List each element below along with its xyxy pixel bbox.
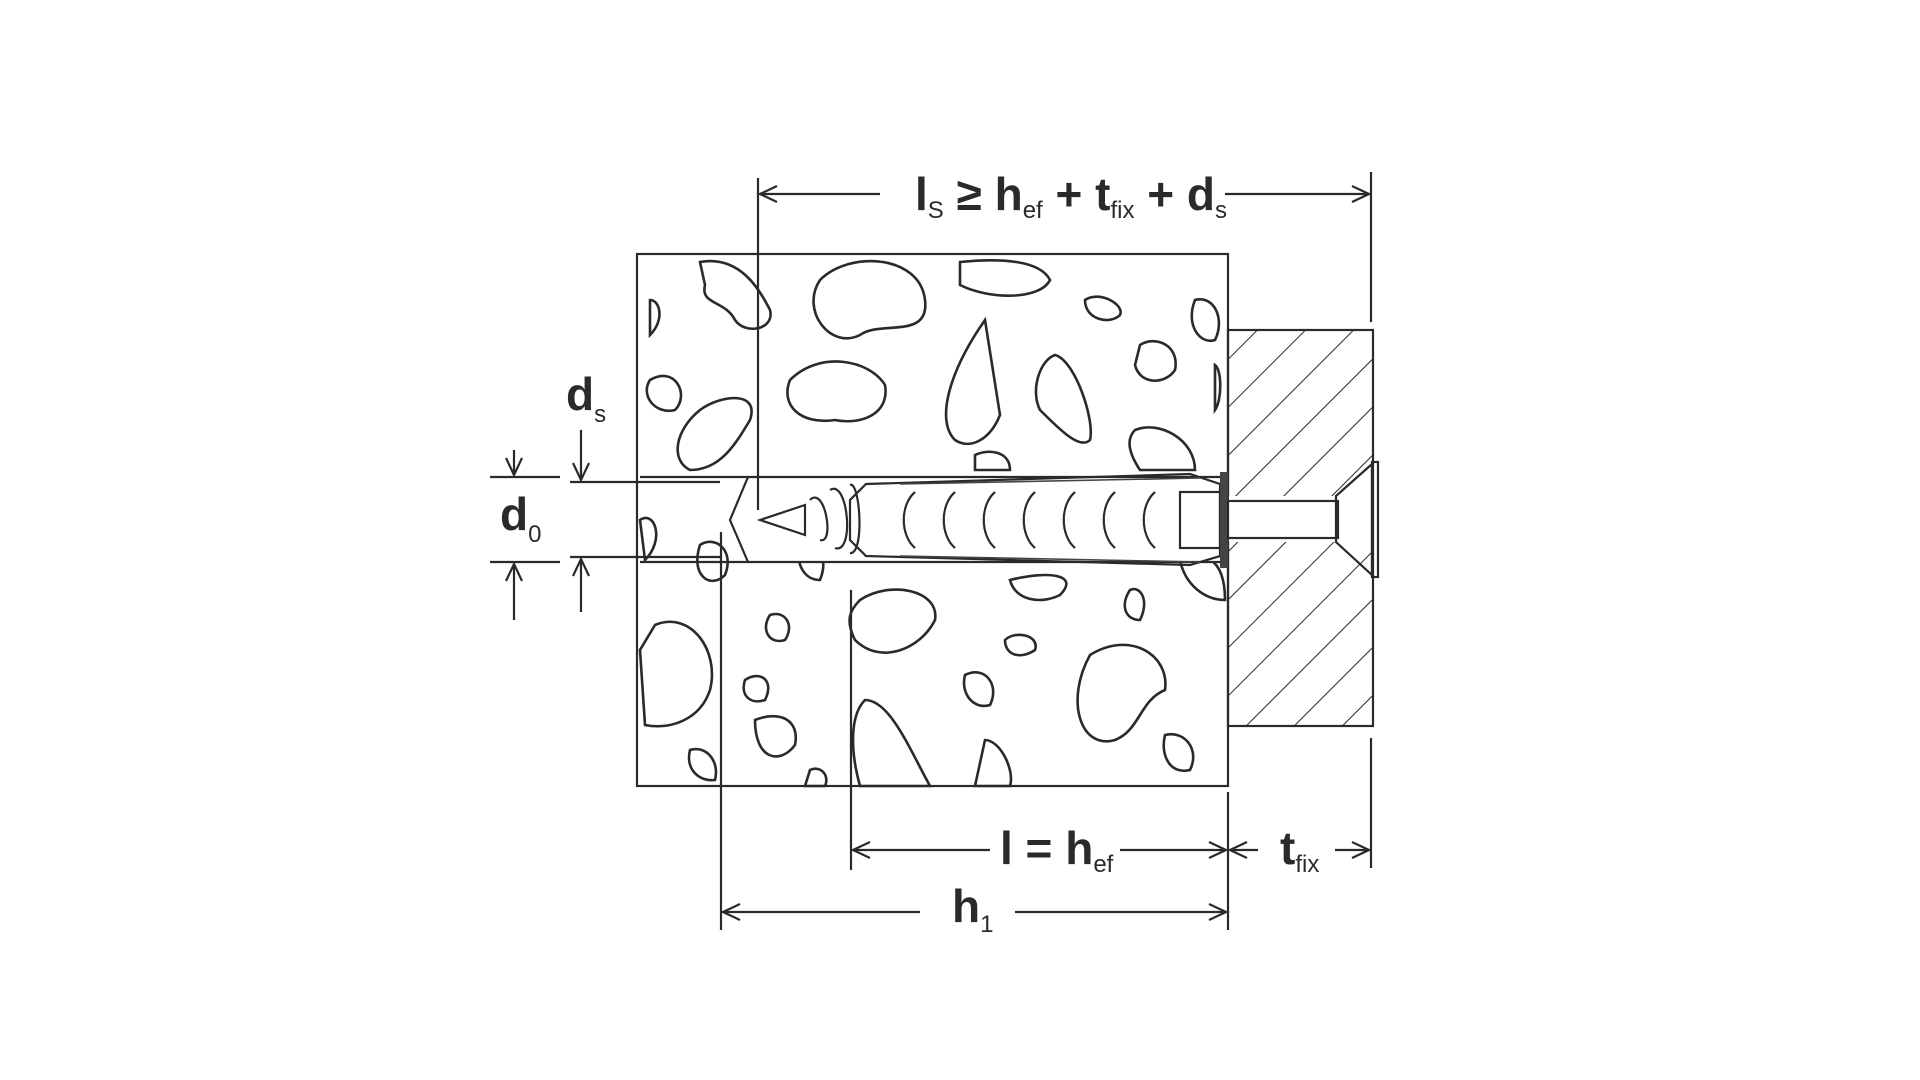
fixture-thickness-label: tfix — [1280, 822, 1319, 878]
embed-length-label: l = hef — [1000, 822, 1114, 878]
total-length-label: lS ≥ hef + tfix + ds — [915, 168, 1227, 224]
screw-diameter-label: ds — [566, 368, 606, 428]
plastic-anchor-with-screw — [756, 472, 1340, 568]
concrete-base-material — [635, 252, 1230, 788]
drill-hole — [640, 475, 1228, 564]
hole-depth-label: h1 — [952, 880, 993, 938]
drill-diameter-label: d0 — [500, 488, 541, 548]
dimension-lines — [490, 172, 1373, 930]
fixture-plate — [1226, 328, 1380, 728]
